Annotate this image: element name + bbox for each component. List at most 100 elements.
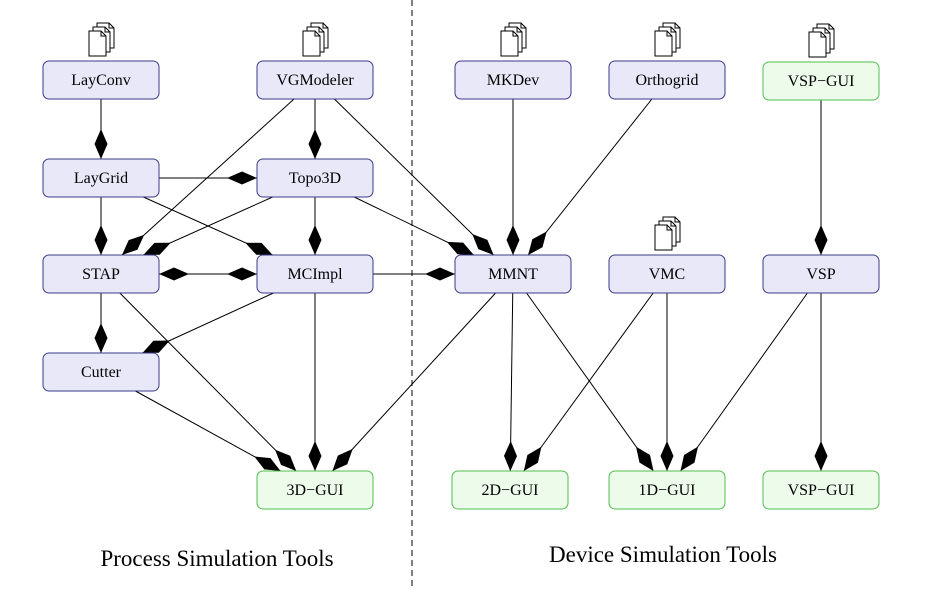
edge-vmc-to-gui1d	[660, 293, 674, 471]
edge-stap-to-gui3d	[119, 292, 297, 472]
node-mcimpl: MCImpl	[256, 254, 374, 294]
diamond-arrowhead	[472, 234, 494, 255]
edge-mcimpl-to-gui3d	[308, 293, 322, 471]
edge-mmnt-to-gui1d	[526, 292, 654, 472]
diamond-arrowhead	[227, 171, 257, 185]
diamond-arrowhead	[523, 446, 542, 471]
node-orthogrid: Orthogrid	[608, 22, 726, 100]
edge-mmnt-to-gui3d	[332, 292, 496, 472]
edge-vgmodeler-to-stap	[121, 98, 295, 256]
node-label: VSP−GUI	[788, 73, 855, 90]
node-box	[42, 352, 160, 392]
node-box	[256, 254, 374, 294]
edge-stap-to-cutter	[94, 293, 108, 353]
node-label: VSP−GUI	[788, 482, 855, 499]
device-section-title: Device Simulation Tools	[549, 542, 777, 567]
diamond-arrowhead	[245, 242, 273, 255]
diamond-arrowhead	[94, 129, 108, 159]
node-vspgui_bottom: VSP−GUI	[762, 470, 880, 510]
diamond-arrowhead	[660, 441, 674, 471]
diamond-arrowhead	[142, 340, 170, 353]
node-box	[42, 254, 160, 294]
node-box	[608, 470, 726, 510]
edge-vsp-to-vspgui_bottom	[814, 293, 828, 471]
node-box	[608, 60, 726, 100]
node-label: MCImpl	[287, 266, 343, 283]
node-box	[762, 61, 880, 101]
node-box	[454, 254, 572, 294]
node-box	[256, 60, 374, 100]
diamond-arrowhead	[636, 446, 654, 471]
diamond-arrowhead	[425, 267, 455, 281]
edge-laygrid-to-stap	[94, 197, 108, 255]
node-box	[256, 470, 374, 510]
diamond-arrowhead	[504, 441, 517, 471]
diamond-arrowhead	[528, 231, 547, 255]
diamond-arrowhead	[143, 242, 171, 255]
node-label: Topo3D	[289, 170, 341, 187]
document-stack-icon	[654, 22, 681, 57]
node-box	[256, 158, 374, 198]
edge-topo3d-to-mmnt	[353, 196, 475, 256]
node-cutter: Cutter	[42, 352, 160, 392]
diamond-arrowhead	[814, 225, 828, 255]
edges-layer	[94, 98, 828, 472]
diamond-arrowhead	[308, 225, 322, 255]
node-label: Orthogrid	[635, 72, 698, 89]
node-mkdev: MKDev	[454, 22, 572, 100]
diamond-arrowhead	[680, 446, 698, 471]
node-label: STAP	[82, 266, 120, 283]
edge-vgmodeler-to-mmnt	[334, 98, 494, 256]
node-label: VGModeler	[276, 72, 354, 89]
node-box	[42, 60, 160, 100]
edge-mcimpl-to-mmnt	[373, 267, 455, 281]
edge-vmc-to-gui2d	[523, 292, 654, 472]
edge-orthogrid-to-mmnt	[527, 98, 653, 256]
node-topo3d: Topo3D	[256, 158, 374, 198]
edge-mcimpl-to-cutter	[142, 292, 274, 354]
diamond-arrowhead	[227, 267, 257, 281]
edge-vsp-to-gui1d	[680, 292, 808, 472]
node-label: LayConv	[71, 72, 131, 89]
edge-vspgui_top-to-vsp	[814, 100, 828, 255]
edge-cutter-to-gui3d	[135, 390, 281, 472]
node-layconv: LayConv	[42, 22, 160, 100]
edge-mmnt-to-gui2d	[504, 292, 517, 472]
node-gui2d: 2D−GUI	[451, 470, 569, 510]
node-label: 2D−GUI	[481, 482, 538, 499]
document-stack-icon	[88, 22, 115, 57]
document-stack-icon	[500, 22, 527, 57]
node-label: VSP	[806, 266, 835, 283]
document-stack-icon	[808, 23, 835, 58]
diamond-arrowhead	[446, 241, 474, 255]
node-stap: STAP	[42, 254, 160, 294]
node-label: Cutter	[81, 364, 122, 381]
diamond-arrowhead	[94, 225, 108, 255]
node-box	[451, 470, 569, 510]
node-vgmodeler: VGModeler	[256, 22, 374, 100]
node-laygrid: LayGrid	[42, 158, 160, 198]
edge-stap-to-mcimpl	[159, 267, 257, 281]
edge-topo3d-to-mcimpl	[308, 197, 322, 255]
node-label: VMC	[649, 266, 685, 283]
node-mmnt: MMNT	[454, 254, 572, 294]
diamond-arrowhead	[814, 441, 828, 471]
node-label: LayGrid	[74, 170, 128, 187]
diamond-arrowhead	[308, 441, 322, 471]
node-box	[762, 254, 880, 294]
node-label: 1D−GUI	[638, 482, 695, 499]
document-stack-icon	[302, 22, 329, 57]
node-vsp: VSP	[762, 254, 880, 294]
node-label: MMNT	[488, 266, 538, 283]
node-box	[762, 470, 880, 510]
node-box	[608, 254, 726, 294]
node-vmc: VMC	[608, 216, 726, 294]
node-vspgui_top: VSP−GUI	[762, 23, 880, 101]
node-box	[42, 158, 160, 198]
node-gui3d: 3D−GUI	[256, 470, 374, 510]
diamond-arrowhead	[275, 449, 297, 471]
node-label: MKDev	[487, 72, 539, 89]
edge-laygrid-to-topo3d	[159, 171, 257, 185]
